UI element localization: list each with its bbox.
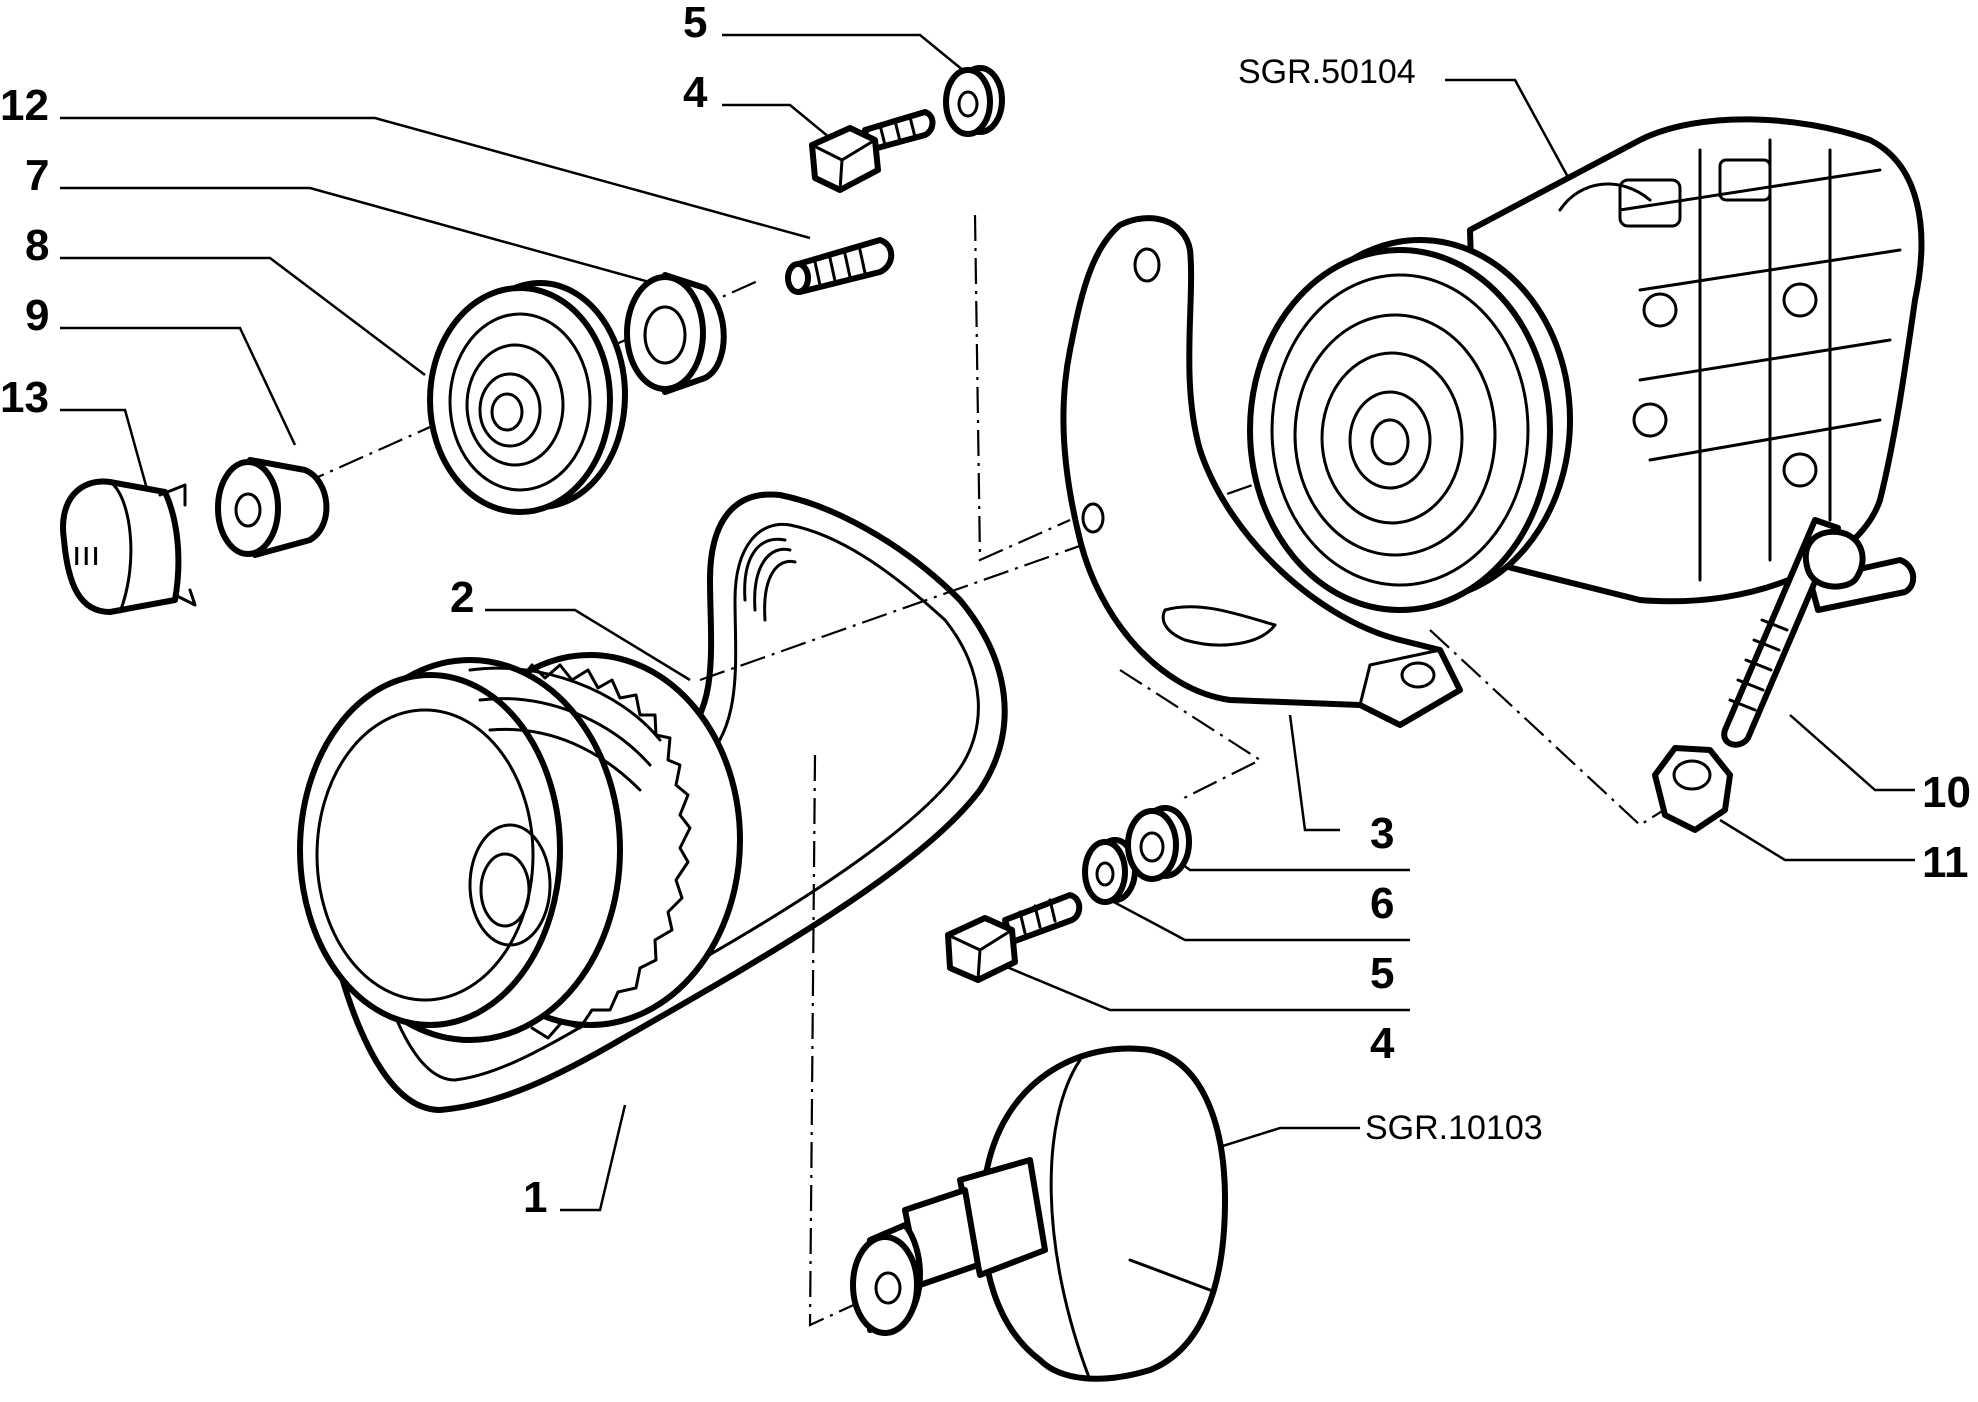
label-4-top: 4 xyxy=(683,68,708,117)
spacer-part-9 xyxy=(215,457,330,558)
cap-part-13: ııı xyxy=(60,478,197,615)
label-10: 10 xyxy=(1922,768,1971,817)
label-5-bottom: 5 xyxy=(1370,949,1394,998)
crankshaft-assembly xyxy=(850,1045,1228,1382)
label-7: 7 xyxy=(25,151,49,200)
washer-part-5-top xyxy=(943,65,1005,137)
label-12: 12 xyxy=(0,81,49,130)
cap-marking: ııı xyxy=(72,535,100,573)
bracket-part-3 xyxy=(1060,215,1463,728)
part-number-labels: 12 7 8 9 13 5 4 2 1 3 6 5 4 10 11 SGR.50… xyxy=(0,0,1971,1222)
ref-compressor: SGR.50104 xyxy=(1238,53,1416,91)
ref-crankshaft: SGR.10103 xyxy=(1365,1109,1543,1147)
label-3: 3 xyxy=(1370,809,1394,858)
washer-part-6 xyxy=(1125,805,1192,882)
compressor-assembly xyxy=(1247,116,1925,613)
nut-part-11 xyxy=(1652,745,1733,833)
label-1: 1 xyxy=(523,1173,547,1222)
label-11: 11 xyxy=(1922,838,1969,887)
label-2: 2 xyxy=(450,573,474,622)
bolt-part-4-bottom xyxy=(945,892,1083,983)
bolt-part-10 xyxy=(1721,517,1917,748)
label-13: 13 xyxy=(0,373,49,422)
crank-pulley-part-1 xyxy=(297,652,743,1043)
label-4-bottom: 4 xyxy=(1370,1019,1395,1068)
idler-pulley-part-8 xyxy=(427,280,628,515)
leader-lines xyxy=(60,33,1915,1212)
stud-part-12 xyxy=(785,237,895,295)
bushing-part-7 xyxy=(624,272,727,395)
washer-part-5-bottom xyxy=(1082,837,1138,905)
label-9: 9 xyxy=(25,291,49,340)
label-8: 8 xyxy=(25,221,49,270)
bolt-part-4-top xyxy=(809,109,936,193)
label-5-top: 5 xyxy=(683,0,707,47)
label-6: 6 xyxy=(1370,879,1394,928)
